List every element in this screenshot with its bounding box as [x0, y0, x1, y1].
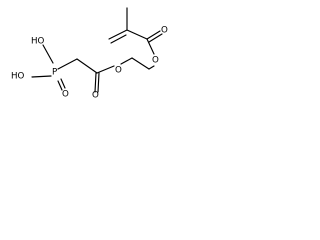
bond-ester-o-carbonyl-right — [146, 38, 155, 55]
bond-alpha-methylene-a — [108, 29, 128, 40]
bond-carbonyl-o-b — [97, 72, 100, 93]
bond-p-o-double-a — [57, 80, 63, 91]
right-ester-oxygen-label: O — [152, 56, 159, 66]
phosphoryl-oxygen-label: O — [62, 90, 69, 100]
bond-carbonyl-alpha-carbon — [126, 29, 148, 40]
bond-alpha-methylene-b — [110, 34, 127, 44]
bond-o-ch2-left — [120, 57, 133, 65]
left-ester-oxygen-label: O — [115, 66, 122, 76]
bond-right-carbonyl-o-b — [148, 33, 163, 43]
ho-left-label: HO — [11, 72, 25, 82]
chemical-structure: HO HO P O O O O O — [0, 0, 179, 142]
bond-p-o-top — [42, 44, 54, 64]
phosphorus-label: P — [52, 68, 57, 78]
bond-ch2-ch2 — [131, 57, 150, 70]
bond-p-ch2 — [57, 58, 78, 70]
bond-ch2-o-right — [148, 65, 155, 70]
left-carbonyl-oxygen-label: O — [92, 91, 99, 101]
ho-top-label: HO — [31, 37, 45, 47]
bond-carbonyl-o-a — [94, 72, 97, 93]
bond-carbonyl-ester-o — [96, 65, 115, 74]
bond-right-carbonyl-o-a — [146, 30, 161, 40]
bond-p-o-double-b — [60, 78, 66, 89]
right-carbonyl-oxygen-label: O — [161, 26, 168, 36]
bond-p-o-left — [31, 75, 52, 78]
bond-ch2-carbonyl — [76, 58, 98, 74]
